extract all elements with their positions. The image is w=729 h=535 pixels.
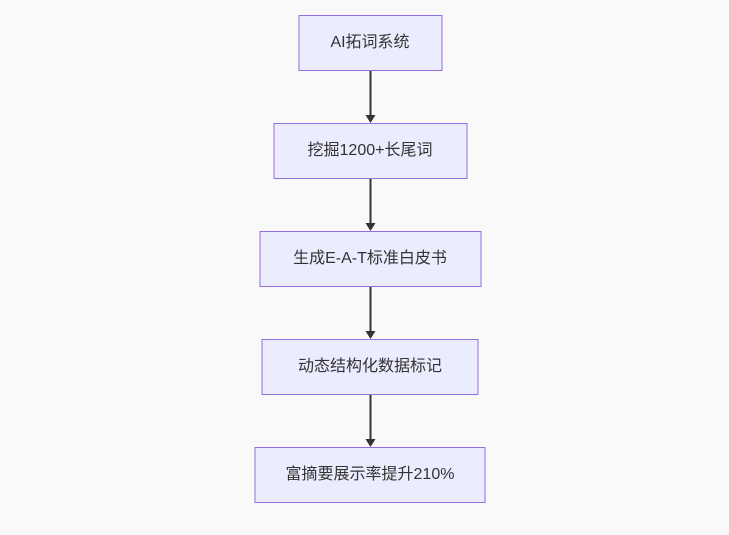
- flow-node-label: 挖掘1200+长尾词: [307, 142, 433, 159]
- flow-arrow-1: [365, 71, 375, 123]
- flow-node-ai-keyword-system: AI拓词系统: [298, 15, 442, 71]
- flow-node-label: AI拓词系统: [330, 34, 410, 51]
- arrowhead-down-icon: [365, 223, 375, 231]
- flow-node-eat-whitepaper: 生成E-A-T标准白皮书: [259, 231, 481, 287]
- arrow-line: [369, 287, 371, 331]
- flowchart: AI拓词系统 挖掘1200+长尾词 生成E-A-T标准白皮书 动态结构化数据标记: [254, 15, 486, 503]
- arrow-line: [369, 71, 371, 115]
- arrowhead-down-icon: [365, 331, 375, 339]
- flow-node-label: 动态结构化数据标记: [297, 358, 442, 375]
- arrow-line: [369, 179, 371, 223]
- flow-node-label: 生成E-A-T标准白皮书: [293, 250, 447, 267]
- flow-node-structured-data-markup: 动态结构化数据标记: [261, 339, 479, 395]
- flow-arrow-4: [365, 395, 375, 447]
- flow-node-longtail-mining: 挖掘1200+长尾词: [273, 123, 467, 179]
- flow-node-label: 富摘要展示率提升210%: [285, 466, 455, 483]
- arrow-line: [369, 395, 371, 439]
- flow-arrow-2: [365, 179, 375, 231]
- flow-node-rich-snippet-rate: 富摘要展示率提升210%: [254, 447, 486, 503]
- arrowhead-down-icon: [365, 115, 375, 123]
- arrowhead-down-icon: [365, 439, 375, 447]
- flow-arrow-3: [365, 287, 375, 339]
